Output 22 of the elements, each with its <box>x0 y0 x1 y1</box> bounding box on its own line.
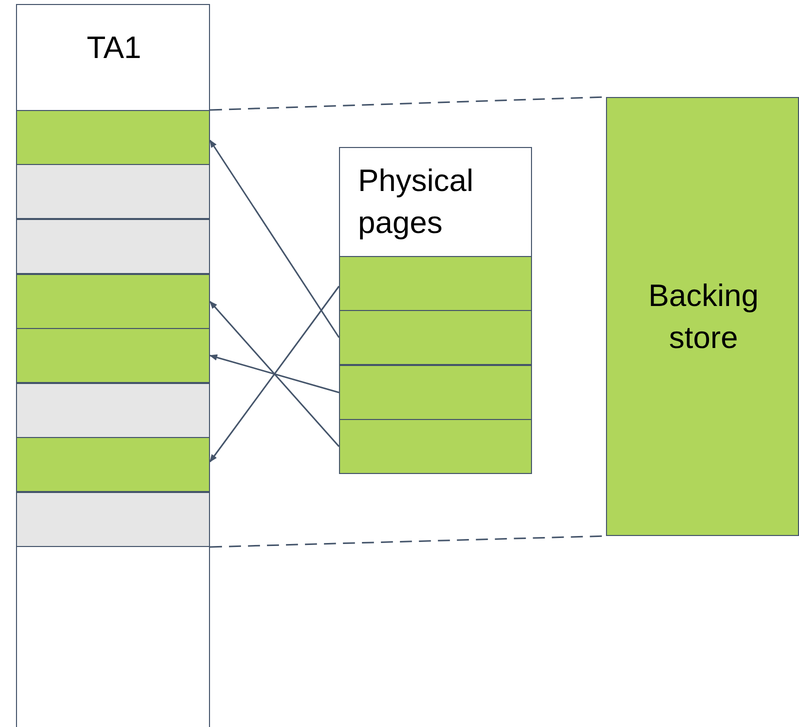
arrow <box>209 140 340 338</box>
page-slot <box>16 328 210 382</box>
page-slot <box>16 218 210 274</box>
page-slot <box>16 382 210 438</box>
address-space-column <box>16 4 210 727</box>
arrow <box>209 354 340 394</box>
page-slot <box>16 492 210 546</box>
node-label: Backing store <box>647 277 760 357</box>
physical-page-row <box>338 364 532 420</box>
arrow <box>209 286 340 462</box>
backing-store-box <box>606 97 799 536</box>
node-label: TA1 <box>86 29 142 67</box>
page-slot <box>16 274 210 328</box>
physical-page-row <box>338 310 532 364</box>
physical-page-row <box>338 256 532 310</box>
page-slot <box>16 436 210 492</box>
page-slot <box>16 110 210 164</box>
physical-page-row <box>338 418 532 474</box>
page-slot <box>16 164 210 218</box>
node-label: Physical pages <box>358 162 474 242</box>
arrow <box>209 300 340 447</box>
physical-pages-box <box>339 147 532 474</box>
